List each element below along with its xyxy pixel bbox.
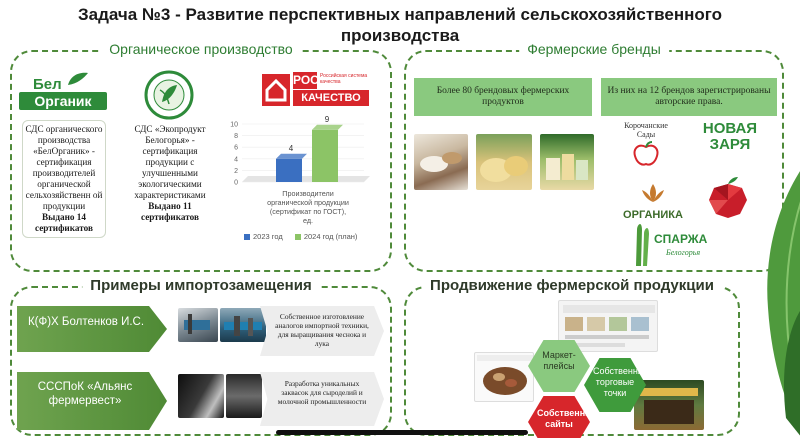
red-apple-polygon-icon bbox=[709, 177, 747, 218]
hex-own-stores-text: Собственные торговые точки bbox=[593, 366, 650, 398]
novaya-zarya-line2: ЗАРЯ bbox=[709, 136, 751, 153]
asparagus-icon bbox=[636, 224, 649, 266]
chart-bar-top bbox=[312, 124, 343, 130]
novaya-zarya-logo: НОВАЯ ЗАРЯ bbox=[694, 121, 766, 169]
chart-ytick-label: 10 bbox=[230, 122, 238, 129]
import-row-2-name: СССПоК «Альянс фермервест» bbox=[17, 372, 167, 430]
roskachestvo-ros: РОС bbox=[293, 72, 319, 89]
chart-data-label: 9 bbox=[325, 115, 330, 124]
import-row-2-photo-2 bbox=[226, 374, 262, 418]
belorganic-count: Выдано 14 сертификатов bbox=[35, 212, 93, 233]
import-row-2-desc: Разработка уникальных заквасок для сырод… bbox=[260, 372, 384, 426]
import-row-2-desc-text: Разработка уникальных заквасок для сырод… bbox=[277, 379, 367, 406]
ekoprodukt-card: СДС «Экопродукт Белогорья» - сертификаци… bbox=[124, 122, 216, 234]
page-title: Задача №3 - Развитие перспективных напра… bbox=[40, 4, 760, 46]
import-row-1-photo-1 bbox=[178, 308, 218, 342]
sparzha-text: СПАРЖА bbox=[654, 232, 708, 246]
brands-box-2: Из них на 12 брендов зарегистрированы ав… bbox=[601, 78, 777, 116]
roskachestvo-sub: Российская система качества bbox=[320, 73, 368, 85]
chart-ytick-label: 0 bbox=[234, 180, 238, 187]
brands-box-1: Более 80 брендовых фермерских продуктов bbox=[414, 78, 592, 116]
product-photo-3 bbox=[540, 134, 594, 190]
legend-label-2023: 2023 год bbox=[253, 232, 283, 241]
korochanskie-logo: Корочанские Сады bbox=[614, 121, 678, 175]
chart-floor bbox=[242, 176, 370, 182]
korochanskie-text: Корочанские Сады bbox=[624, 121, 668, 139]
belorganic-card: СДС органического производства «БелОрган… bbox=[22, 120, 106, 238]
organika-logo: ОРГАНИКА bbox=[622, 182, 684, 222]
belorganic-text: СДС органического производства «БелОрган… bbox=[25, 124, 103, 211]
legend-swatch-2024 bbox=[294, 234, 301, 241]
apple-icon bbox=[633, 141, 659, 166]
chart-ytick-label: 6 bbox=[234, 145, 238, 152]
chart-ytick-label: 8 bbox=[234, 133, 238, 140]
belorganic-logo-bottom: Органик bbox=[19, 92, 107, 110]
import-row-1-photo-2 bbox=[220, 308, 266, 342]
imports-panel-header: Примеры импортозамещения bbox=[82, 277, 320, 294]
belorganic-logo: Бел Органик bbox=[19, 72, 107, 112]
imports-panel: Примеры импортозамещения bbox=[10, 277, 392, 436]
brands-panel-header: Фермерские бренды bbox=[519, 41, 669, 57]
legend-label-2024: 2024 год (план) bbox=[303, 232, 358, 241]
chart-data-label: 4 bbox=[289, 144, 294, 153]
legend-item-2023: 2023 год bbox=[244, 232, 285, 241]
chart-xlabel-line: ед. bbox=[303, 216, 313, 225]
promotion-panel-header: Продвижение фермерской продукции bbox=[422, 277, 722, 294]
belorganic-logo-top: Бел bbox=[33, 76, 62, 93]
import-row-1-name: К(Ф)Х Болтенков И.С. bbox=[17, 306, 167, 352]
chart-xlabel-line: Производители bbox=[282, 189, 333, 198]
brands-panel: Фермерские бренды bbox=[404, 41, 784, 272]
ekoprodukt-emblem-icon bbox=[144, 70, 194, 120]
chart-bar bbox=[312, 129, 338, 182]
home-indicator bbox=[276, 430, 528, 435]
ekoprodukt-logo bbox=[134, 70, 204, 120]
leaf-icon bbox=[68, 72, 88, 85]
import-row-1-desc-text: Собственное изготовление аналогов импорт… bbox=[275, 312, 369, 348]
chart-legend: 2023 год 2024 год (план) bbox=[244, 232, 384, 241]
sparzha-logo: СПАРЖА Белогорья bbox=[630, 222, 730, 266]
import-row-2-photo-1 bbox=[178, 374, 224, 418]
promotion-photo-site-1 bbox=[474, 352, 534, 402]
leaf-decoration bbox=[767, 171, 800, 436]
hex-own-sites-text: Собственные сайты bbox=[537, 408, 598, 429]
ekoprodukt-text: СДС «Экопродукт Белогорья» - сертификаци… bbox=[134, 124, 206, 200]
product-photo-1 bbox=[414, 134, 468, 190]
legend-item-2024: 2024 год (план) bbox=[294, 232, 358, 241]
sparzha-subtext: Белогорья bbox=[666, 248, 701, 257]
import-row-1-name-text: К(Ф)Х Болтенков И.С. bbox=[27, 316, 145, 328]
chart-bar-top bbox=[276, 153, 307, 159]
import-row-1-desc: Собственное изготовление аналогов импорт… bbox=[260, 306, 384, 356]
product-photo-2 bbox=[476, 134, 532, 190]
house-icon bbox=[262, 74, 290, 106]
promotion-panel: Продвижение фермерской продукции bbox=[404, 277, 740, 436]
promotion-photo-marketplace bbox=[558, 300, 658, 352]
organika-text: ОРГАНИКА bbox=[623, 209, 683, 221]
organic-panel: Органическое производство bbox=[10, 41, 392, 272]
title-line-1: Задача №3 - Развитие перспективных напра… bbox=[77, 5, 723, 24]
novaya-zarya-line1: НОВАЯ bbox=[702, 120, 758, 137]
chart-ytick-label: 4 bbox=[234, 156, 238, 163]
lotus-icon bbox=[642, 184, 664, 202]
title-line-2: производства bbox=[340, 26, 460, 45]
roskachestvo-kachestvo: КАЧЕСТВО bbox=[293, 90, 369, 106]
import-row-2-name-text: СССПоК «Альянс фермервест» bbox=[37, 381, 133, 407]
chart-bar bbox=[276, 158, 302, 182]
chart-xlabel-line: (сертификат по ГОСТ), bbox=[270, 207, 346, 216]
roskachestvo-logo: РОС Российская система качества КАЧЕСТВО bbox=[262, 72, 370, 108]
ekoprodukt-count: Выдано 11 сертификатов bbox=[141, 201, 199, 222]
legend-swatch-2023 bbox=[244, 234, 250, 241]
organic-panel-header: Органическое производство bbox=[101, 41, 301, 57]
promotion-photo-store bbox=[634, 380, 704, 430]
chart-ytick-label: 2 bbox=[234, 168, 238, 175]
hex-marketplaces-text: Маркет-плейсы bbox=[542, 350, 576, 371]
chart-xlabel-line: органической продукции bbox=[267, 198, 349, 207]
